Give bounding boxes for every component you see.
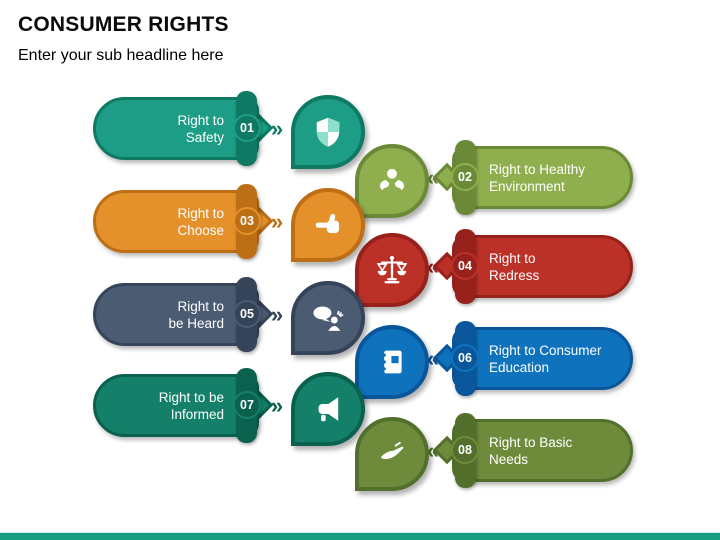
page-subtitle: Enter your sub headline here xyxy=(18,47,224,64)
right-title: Right to Healthy Environment xyxy=(489,161,586,194)
icon-circle xyxy=(291,188,365,262)
number-badge: 01 xyxy=(233,114,261,142)
notebook-icon xyxy=(382,350,402,374)
icon-circle xyxy=(291,281,365,355)
chevron-left-icon: « xyxy=(426,164,440,190)
right-title: Right to be Heard xyxy=(168,298,224,331)
right-pill: Right to be Informed xyxy=(93,374,259,437)
icon-circle xyxy=(355,233,429,307)
pointing-hand-icon xyxy=(315,213,340,234)
number-badge: 07 xyxy=(233,391,261,419)
right-title: Right to be Informed xyxy=(158,389,224,422)
icon-circle xyxy=(291,95,365,169)
right-title: Right to Safety xyxy=(177,112,224,145)
chevron-left-icon: « xyxy=(426,437,440,463)
right-pill: Right to Basic Needs xyxy=(452,419,633,482)
icon-circle xyxy=(355,144,429,218)
right-title: Right to Redress xyxy=(489,250,540,283)
right-pill: Right to Safety xyxy=(93,97,259,160)
chevron-right-icon: » xyxy=(270,392,284,418)
chevron-left-icon: « xyxy=(426,345,440,371)
right-pill: Right to be Heard xyxy=(93,283,259,346)
number-badge: 02 xyxy=(451,163,479,191)
right-pill: Right to Redress xyxy=(452,235,633,298)
icon-circle xyxy=(355,325,429,399)
right-pill: Right to Healthy Environment xyxy=(452,146,633,209)
number-badge: 08 xyxy=(451,436,479,464)
justice-scales-icon xyxy=(376,255,408,284)
speaking-person-icon xyxy=(313,306,344,331)
number-badge: 03 xyxy=(233,207,261,235)
chevron-right-icon: » xyxy=(270,115,284,141)
right-title: Right to Basic Needs xyxy=(489,434,573,467)
chevron-right-icon: » xyxy=(270,301,284,327)
giving-hand-icon xyxy=(380,441,404,460)
right-pill: Right to Consumer Education xyxy=(452,327,633,390)
number-badge: 06 xyxy=(451,344,479,372)
footer-accent-bar xyxy=(0,532,720,540)
icon-circle xyxy=(355,417,429,491)
megaphone-icon xyxy=(318,397,339,422)
number-badge: 05 xyxy=(233,300,261,328)
right-title: Right to Consumer Education xyxy=(489,342,602,375)
chevron-right-icon: » xyxy=(270,208,284,234)
right-title: Right to Choose xyxy=(177,205,224,238)
shield-icon xyxy=(316,117,340,147)
number-badge: 04 xyxy=(451,252,479,280)
icon-circle xyxy=(291,372,365,446)
chevron-left-icon: « xyxy=(426,253,440,279)
caring-hands-icon xyxy=(379,168,405,191)
page-title: CONSUMER RIGHTS xyxy=(18,13,229,36)
right-pill: Right to Choose xyxy=(93,190,259,253)
